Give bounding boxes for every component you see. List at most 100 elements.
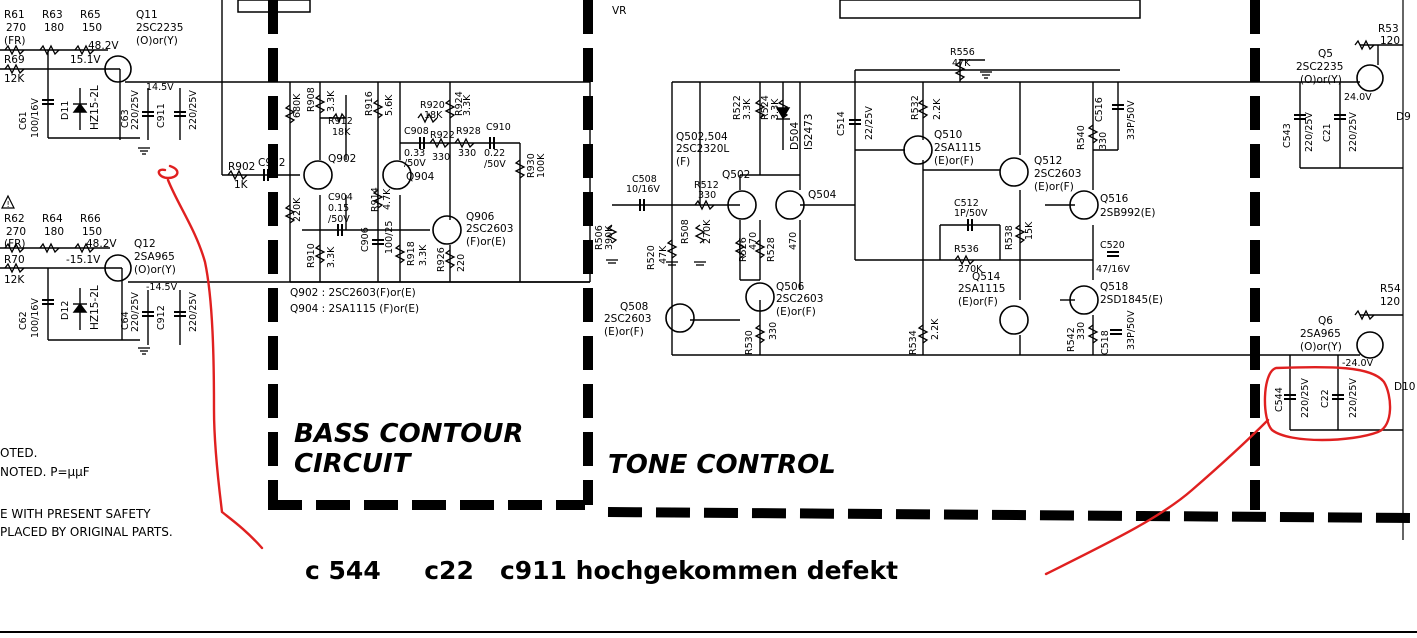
r54-label: R54: [1380, 283, 1401, 295]
r62-value: 270: [6, 226, 26, 238]
capacitor-c514: [849, 119, 861, 125]
resistor-r536: [954, 254, 975, 266]
r534-label: R534: [908, 330, 919, 355]
r63-label: R63: [42, 9, 63, 21]
c63-value: 220/25V: [130, 90, 141, 130]
q502-grade: (F): [676, 156, 690, 168]
r556-label: R556: [950, 47, 975, 58]
r530-value: 330: [768, 322, 779, 340]
zener-d11: [72, 88, 88, 130]
resistor-r924: [444, 99, 456, 119]
r916-label: R916: [364, 91, 375, 116]
red-annotations: [157, 164, 1392, 576]
d11-type: HZ15-2L: [89, 85, 101, 130]
q512-name: Q512: [1034, 155, 1062, 167]
resistor-r918: [394, 244, 406, 264]
v151-label: 15.1V: [70, 54, 101, 66]
v680k-label: 680K: [292, 93, 303, 118]
capacitor-c911: [174, 111, 186, 117]
q510-name: Q510: [934, 129, 962, 141]
capacitor-c508: [639, 199, 645, 211]
transistor-q11: [104, 55, 132, 83]
r528-value: 470: [788, 232, 799, 250]
ground-icon: [694, 261, 706, 266]
resistor-r922: [429, 137, 450, 149]
r928-label: R928: [456, 126, 481, 137]
r538-label: R538: [1004, 225, 1015, 250]
q502-type: 2SC2320L: [676, 143, 729, 155]
capacitor-c516: [1112, 104, 1124, 110]
resistor-220k: [284, 204, 296, 224]
c910-value: 0.22: [484, 148, 505, 159]
c62-value: 100/16V: [30, 298, 41, 338]
c61-value: 100/16V: [30, 98, 41, 138]
q508-name: Q508: [620, 301, 648, 313]
d12-type: HZ15-2L: [89, 285, 101, 330]
r63-value: 180: [44, 22, 64, 34]
zener-d12: [72, 288, 88, 330]
capacitor-c906: [372, 239, 384, 245]
r908-label: R908: [306, 87, 317, 112]
capacitor-c902: [263, 169, 269, 181]
r914-label: R914: [370, 187, 381, 212]
r930-value: 100K: [536, 153, 547, 178]
transistor-q506: [745, 282, 775, 312]
r908-value: 3.3K: [326, 90, 337, 112]
diode-d504: [775, 107, 791, 120]
capacitor-c520: [1107, 251, 1119, 257]
c64-value: 220/25V: [130, 292, 141, 332]
ground-symbols: [138, 71, 992, 355]
c911-label: C911: [156, 103, 167, 128]
q6-type: 2SA965: [1300, 328, 1341, 340]
vr-label: VR: [612, 5, 626, 17]
resistor-r61: [4, 44, 25, 56]
q12-grade: (O)or(Y): [134, 264, 176, 276]
d504-type: IS2473: [803, 114, 815, 150]
capacitor-c910: [489, 137, 495, 149]
resistor-r910: [314, 244, 326, 264]
ground-icon: [980, 71, 992, 79]
resistor-r54: [1354, 309, 1375, 321]
capacitor-c21: [1334, 114, 1346, 120]
q504-label: Q504: [808, 189, 837, 201]
r524-label: R524: [760, 95, 771, 120]
r928-value: 330: [458, 148, 476, 159]
c518-label: C518: [1100, 330, 1111, 355]
r922-label: R922: [430, 130, 455, 141]
resistor-r542: [1087, 324, 1099, 344]
c543-value: 220/25V: [1304, 112, 1315, 152]
q506-grade: (E)or(F): [776, 306, 816, 318]
r556-value: 47K: [952, 58, 971, 69]
capacitor-c518: [1110, 329, 1122, 335]
r508-label: R508: [680, 219, 691, 244]
q906-grade: (F)or(E): [466, 236, 506, 248]
resistor-r62: [4, 242, 25, 254]
r920-value: 18K: [424, 110, 443, 121]
r66-value: 150: [82, 226, 102, 238]
r916-value: 5.6K: [384, 94, 395, 116]
diodes: [72, 88, 791, 330]
transistor-q504: [775, 190, 805, 220]
annotation-loop-c911: [157, 164, 179, 180]
q11-grade: (O)or(Y): [136, 35, 178, 47]
legend-q904: Q904 : 2SA1115 (F)or(E): [290, 303, 419, 315]
annotation-circle-c544-c22: [1263, 365, 1392, 442]
capacitor-c908: [419, 137, 425, 149]
r506-value: 390K: [604, 225, 615, 250]
capacitor-c63: [142, 111, 154, 117]
c543-label: C543: [1282, 123, 1293, 148]
r64-value: 180: [44, 226, 64, 238]
resistor-r532: [917, 99, 929, 119]
r526-label: R526: [738, 237, 749, 262]
c22-label: C22: [1320, 389, 1331, 408]
q514-grade: (E)or(F): [958, 296, 998, 308]
r522-value: 3.3K: [742, 98, 753, 120]
d9-label: D9: [1396, 111, 1411, 123]
capacitors: [42, 99, 1346, 400]
r902-value: 1K: [234, 179, 249, 191]
q518-name: Q518: [1100, 281, 1128, 293]
c906-value: 100/25: [384, 221, 395, 254]
ground-icon: [138, 347, 150, 355]
q904-label: Q904: [406, 171, 435, 183]
r540-label: R540: [1076, 125, 1087, 150]
